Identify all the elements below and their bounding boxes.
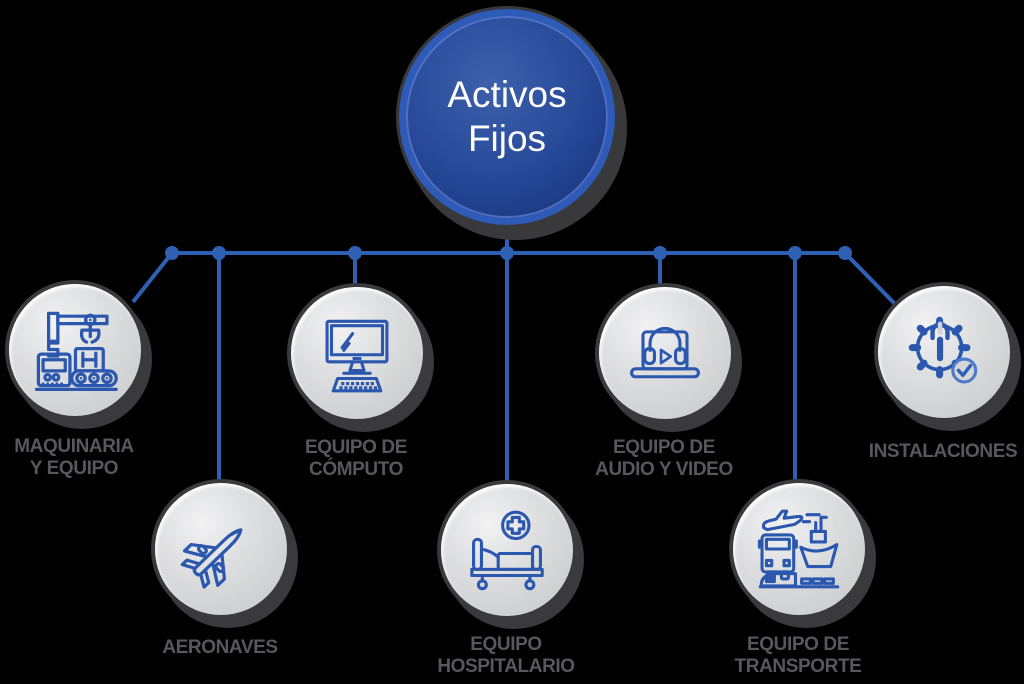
label-line: TRANSPORTE bbox=[734, 656, 862, 678]
gear-wrench-icon bbox=[908, 316, 978, 384]
node-aeronaves bbox=[155, 483, 287, 615]
audio-video-icon bbox=[630, 326, 700, 379]
label-instalaciones: INSTALACIONES bbox=[828, 441, 1024, 463]
central-node-activos-fijos: Activos Fijos bbox=[399, 9, 615, 225]
label-line: CÓMPUTO bbox=[309, 459, 403, 481]
label-line: AERONAVES bbox=[162, 637, 278, 658]
branch-instalaciones bbox=[843, 251, 899, 308]
airplane-icon bbox=[180, 528, 243, 589]
label-line: Y EQUIPO bbox=[29, 458, 119, 480]
title-line-1: Activos bbox=[447, 73, 567, 115]
label-line: EQUIPO DE bbox=[747, 634, 849, 655]
node-instalaciones bbox=[878, 286, 1010, 418]
branch-maquinaria bbox=[131, 251, 174, 304]
node-equipo-de-computo bbox=[291, 287, 423, 419]
page-title: Activos Fijos bbox=[406, 73, 608, 162]
label-line: EQUIPO bbox=[470, 634, 542, 655]
node-equipo-de-transporte bbox=[733, 483, 865, 615]
machinery-icon bbox=[34, 311, 118, 391]
label-line: AUDIO Y VIDEO bbox=[595, 459, 733, 481]
label-line: EQUIPO DE bbox=[305, 437, 407, 458]
title-line-2: Fijos bbox=[467, 118, 547, 159]
label-line: EQUIPO DE bbox=[613, 437, 715, 458]
label-equipo-de-audio-y-video: EQUIPO DE AUDIO Y VIDEO bbox=[549, 437, 779, 482]
node-maquinaria-y-equipo bbox=[9, 284, 141, 416]
label-equipo-de-transporte: EQUIPO DE TRANSPORTE bbox=[683, 634, 913, 679]
label-maquinaria-y-equipo: MAQUINARIA Y EQUIPO bbox=[0, 436, 189, 481]
label-equipo-hospitalario: EQUIPO HOSPITALARIO bbox=[391, 634, 621, 679]
transport-icon bbox=[757, 509, 840, 589]
hospital-bed-icon bbox=[470, 510, 544, 591]
desktop-computer-icon bbox=[325, 319, 389, 393]
connector-node-dots bbox=[165, 246, 852, 260]
label-equipo-de-computo: EQUIPO DE CÓMPUTO bbox=[241, 437, 471, 482]
node-equipo-hospitalario bbox=[441, 484, 573, 616]
label-line: MAQUINARIA bbox=[14, 436, 134, 457]
label-line: INSTALACIONES bbox=[868, 441, 1018, 462]
label-aeronaves: AERONAVES bbox=[105, 637, 335, 659]
node-equipo-de-audio-y-video bbox=[599, 287, 731, 419]
label-line: HOSPITALARIO bbox=[437, 656, 575, 678]
